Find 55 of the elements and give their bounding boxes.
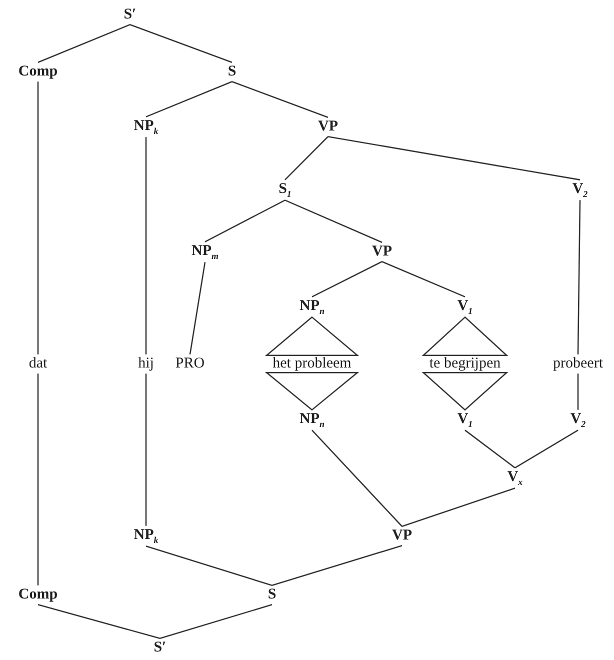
category-label: VP	[316, 117, 340, 137]
category-label: NP$_{k}$	[132, 116, 160, 138]
branch-line	[514, 430, 578, 468]
category-label: S′	[122, 5, 138, 25]
category-label: NP$_{m}$	[190, 242, 220, 262]
branch-line	[328, 136, 580, 180]
branch-line	[312, 261, 382, 298]
branch-line	[189, 262, 206, 354]
branch-line	[145, 374, 147, 526]
category-label: V$_{1}$	[455, 296, 475, 318]
category-label: NP$_{n}$	[298, 296, 326, 318]
category-label: V$_{2}$	[570, 180, 590, 200]
category-label: V$_{x}$	[505, 468, 525, 488]
branch-line	[160, 604, 272, 639]
branch-line	[577, 200, 581, 354]
branch-line	[146, 81, 232, 118]
word-label: probeert	[551, 354, 605, 374]
abbreviation-triangle	[422, 316, 508, 356]
category-label: VP	[390, 526, 414, 546]
abbreviation-triangle	[264, 372, 360, 411]
branch-line	[37, 82, 39, 354]
category-label: V$_{2}$	[568, 410, 588, 430]
branch-line	[38, 604, 160, 639]
branch-line	[312, 430, 402, 527]
branch-line	[402, 488, 516, 527]
category-label: Comp	[16, 585, 60, 605]
branch-line	[464, 430, 516, 468]
branch-line	[284, 200, 382, 243]
branch-line	[130, 24, 232, 63]
word-label: te begrijpen	[427, 354, 503, 374]
branch-line	[145, 137, 147, 354]
branch-line	[204, 200, 286, 242]
branch-line	[38, 24, 130, 63]
word-label: hij	[136, 354, 156, 374]
word-label: het probleem	[270, 354, 354, 374]
branch-line	[577, 374, 579, 410]
abbreviation-triangle	[264, 316, 360, 356]
word-label: PRO	[173, 354, 207, 374]
branch-line	[284, 136, 328, 180]
category-label: NP$_{k}$	[132, 526, 160, 546]
branch-line	[37, 374, 39, 586]
branch-line	[232, 81, 328, 118]
category-label: Comp	[16, 62, 60, 82]
category-label: S′	[152, 638, 168, 658]
word-label: dat	[26, 354, 50, 374]
branch-line	[272, 545, 402, 586]
category-label: VP	[370, 242, 394, 262]
branch-line	[146, 546, 272, 586]
category-label: S$_{1}$	[276, 180, 294, 200]
abbreviation-triangle	[422, 372, 508, 411]
branch-line	[382, 261, 466, 298]
category-label: NP$_{n}$	[298, 410, 326, 430]
category-label: V$_{1}$	[455, 410, 475, 430]
category-label: S	[266, 585, 278, 605]
category-label: S	[226, 62, 238, 82]
